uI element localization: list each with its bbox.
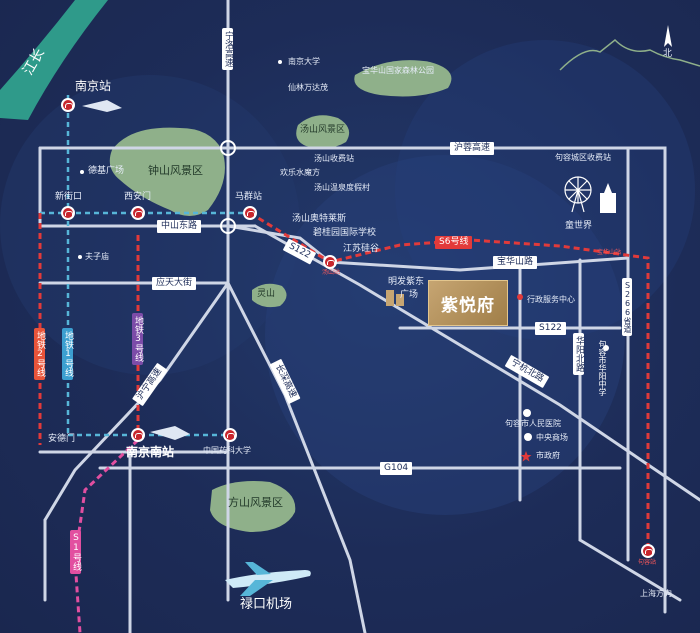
station-xinjiekou-icon[interactable] xyxy=(61,206,75,220)
poi-tongshijie-label: 童世界 xyxy=(565,221,593,231)
train-icon-nanjing-south xyxy=(150,426,190,440)
baohuashan-park xyxy=(354,60,452,97)
poi-deji-dot xyxy=(80,170,84,174)
poi-mall-label: 中央商场 xyxy=(536,433,568,442)
park-lingshan-label: 灵山 xyxy=(257,289,276,299)
road-hurong xyxy=(38,146,667,614)
poi-hospital-label: 句容市人民医院 xyxy=(505,419,561,428)
government-star-icon xyxy=(520,451,532,462)
station-maqun-label: 马群站 xyxy=(235,192,263,202)
metro-line-3-tag: 地铁3号线 xyxy=(132,313,143,365)
compass xyxy=(664,25,672,47)
zhongshan-park xyxy=(109,127,225,216)
halo-east xyxy=(395,40,695,340)
project-ziyuefu[interactable]: 紫悦府 xyxy=(428,280,508,326)
shanghai-direction-label: 上海方向 xyxy=(640,589,672,598)
compass-north-label: 北 xyxy=(663,49,673,59)
poi-xingzheng-label: 行政服务中心 xyxy=(527,295,575,304)
poi-mingfa-label: 明发紫东 xyxy=(388,277,425,287)
metro-line-1-tag: 地铁1号线 xyxy=(62,328,73,380)
poi-biguiyuan-label: 碧桂园国际学校 xyxy=(313,228,377,238)
road-baohua-tag: 宝华山路 xyxy=(493,256,538,269)
airplane-icon xyxy=(225,562,311,596)
fangshan-park xyxy=(210,481,296,532)
metro-line-s1 xyxy=(73,438,140,633)
poi-school-label: 句容市华阳中学 xyxy=(598,340,607,396)
road-ningluo-tag: 宁洛高速 xyxy=(222,28,233,70)
interchange-center xyxy=(220,218,236,234)
roads-group xyxy=(38,0,700,633)
road-s266-tag: S266省道 xyxy=(622,278,632,336)
station-maqun-icon[interactable] xyxy=(243,206,257,220)
station-ximen-label: 西安门 xyxy=(124,192,152,202)
poi-fuzimiao-dot xyxy=(78,255,82,259)
station-ximen-icon[interactable] xyxy=(131,206,145,220)
park-tangshan-label: 汤山风景区 xyxy=(300,125,346,135)
station-jurong-red-label: 句容站 xyxy=(638,559,657,566)
admin-center-dot xyxy=(517,294,523,300)
road-s122-tag-b: S122 xyxy=(535,322,566,335)
poi-outlets-label: 汤山奥特莱斯 xyxy=(292,214,347,224)
station-nanjing-south-label: 南京南站 xyxy=(126,445,175,459)
hospital-dot xyxy=(523,409,531,417)
metro-line-2-tag: 地铁2号线 xyxy=(34,328,45,380)
ferris-wheel-icon xyxy=(564,176,592,213)
station-baohua-red-label: 宝华山站 xyxy=(597,249,622,256)
poi-hotspring-label: 汤山温泉度假村 xyxy=(314,183,370,192)
tangshan-park xyxy=(296,115,350,149)
lingshan-park xyxy=(252,283,287,308)
station-jurong-icon[interactable] xyxy=(641,544,655,558)
road-yingtian-tag: 应天大街 xyxy=(152,277,197,290)
poi-deji-label: 德基广场 xyxy=(88,166,125,176)
station-xinjiekou-label: 新街口 xyxy=(55,192,83,202)
road-huayang-tag: 华阳北路 xyxy=(573,333,584,375)
station-nanjing-icon[interactable] xyxy=(61,98,75,112)
station-pharma-icon[interactable] xyxy=(223,428,237,442)
yangtze-river xyxy=(0,0,108,120)
mall-dot xyxy=(524,433,532,441)
road-g104-tag: G104 xyxy=(380,462,413,475)
poi-xianlin-label: 仙林万达茂 xyxy=(288,83,328,92)
project-name: 紫悦府 xyxy=(441,295,495,316)
poi-fuzimiao-label: 夫子庙 xyxy=(85,252,109,261)
road-hurong-tag: 沪蓉高速 xyxy=(450,142,495,155)
park-fangshan-label: 方山风景区 xyxy=(228,496,283,509)
park-baohuashan-label: 宝华山国家森林公园 xyxy=(362,66,434,75)
road-changjiang xyxy=(226,281,367,633)
poi-tangshan-ticket-label: 汤山收费站 xyxy=(314,154,354,163)
park-zhongshan-label: 钟山风景区 xyxy=(148,164,203,177)
train-icon-nanjing xyxy=(82,100,122,112)
metro-s6-tag: S6号线 xyxy=(435,236,473,249)
road-hurong-south xyxy=(43,281,230,522)
poi-government-label: 市政府 xyxy=(536,451,560,460)
station-tangshan-icon[interactable] xyxy=(323,255,337,269)
metro-s1-tag: S1号线 xyxy=(70,530,81,574)
poi-nju-dot xyxy=(278,60,282,64)
station-tangshan-red-label: 汤山站 xyxy=(322,269,341,276)
poi-huanle-label: 欢乐水魔方 xyxy=(280,168,320,177)
interchange-north xyxy=(220,140,236,156)
poi-nju-label: 南京大学 xyxy=(288,57,320,66)
poi-jurong-toll-label: 句容城区收费站 xyxy=(555,153,611,162)
station-andemen-label: 安德门 xyxy=(48,434,76,444)
mingfa-building-icon xyxy=(386,290,404,306)
poi-mingfa-line2-label: 广场 xyxy=(400,290,419,300)
mountain-sketch xyxy=(559,38,700,71)
station-nanjing-south-icon[interactable] xyxy=(131,428,145,442)
station-nanjing-label: 南京站 xyxy=(75,79,112,93)
poi-pharma-label: 中国药科大学 xyxy=(203,446,251,455)
poi-jiangsu-label: 江苏硅谷 xyxy=(343,244,380,254)
castle-icon xyxy=(600,183,616,213)
school-dot xyxy=(603,345,609,351)
airport-label: 禄口机场 xyxy=(240,597,293,612)
road-zhongshan-tag: 中山东路 xyxy=(157,220,202,233)
